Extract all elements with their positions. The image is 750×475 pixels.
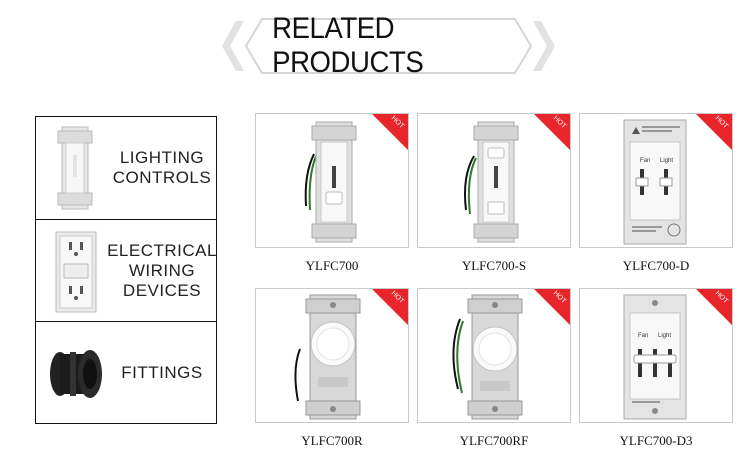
product-name[interactable]: YLFC700-D [622, 258, 690, 273]
category-label: LIGHTING CONTROLS [112, 148, 212, 187]
rotary-fan-control-icon [452, 294, 523, 420]
fan-label: Fan [638, 333, 649, 339]
gfci-outlet-icon [55, 231, 97, 313]
section-banner: RELATED PRODUCTS [222, 12, 555, 79]
rotary-dimmer-icon [294, 294, 361, 420]
conduit-fitting-icon [50, 350, 102, 398]
product-name[interactable]: YLFC700 [305, 258, 359, 273]
product-name[interactable]: YLFC700R [301, 433, 363, 448]
banner-frame [222, 18, 555, 74]
product-image[interactable]: HOT [417, 288, 571, 423]
hot-badge [372, 114, 408, 150]
slide-dimmer-switch-icon [464, 121, 519, 243]
slide-dimmer-icon [304, 121, 357, 243]
product-name[interactable]: YLFC700-D3 [619, 433, 693, 448]
triple-slide-control-icon [623, 294, 687, 420]
banner-title: RELATED PRODUCTS [272, 12, 424, 79]
product-image[interactable]: HOT [417, 113, 571, 248]
category-fittings[interactable]: FITTINGS [36, 321, 216, 424]
hot-badge [534, 289, 570, 325]
hot-badge [534, 114, 570, 150]
light-label: Light [660, 158, 674, 164]
product-image[interactable]: HOT [255, 113, 409, 248]
product-image[interactable]: HOT [255, 288, 409, 423]
fan-light-control-icon [623, 119, 687, 245]
category-panel: LIGHTING CONTROLS ELECTRICAL WIRING DEVI… [35, 116, 217, 424]
fan-label: Fan [640, 158, 651, 164]
category-electrical-wiring-devices[interactable]: ELECTRICAL WIRING DEVICES [36, 219, 216, 322]
hot-badge [696, 114, 732, 150]
hot-badge [696, 289, 732, 325]
product-name[interactable]: YLFC700-S [461, 258, 527, 273]
light-label: Light [658, 333, 672, 339]
product-image[interactable]: Fan Light HOT [579, 113, 733, 248]
category-lighting-controls[interactable]: LIGHTING CONTROLS [36, 117, 216, 219]
category-label: FITTINGS [121, 363, 203, 382]
hot-badge [372, 289, 408, 325]
product-image[interactable]: Fan Light HOT [579, 288, 733, 423]
category-label: ELECTRICAL WIRING DEVICES [107, 241, 217, 300]
dimmer-switch-icon [57, 126, 93, 210]
product-name[interactable]: YLFC700RF [459, 433, 529, 448]
